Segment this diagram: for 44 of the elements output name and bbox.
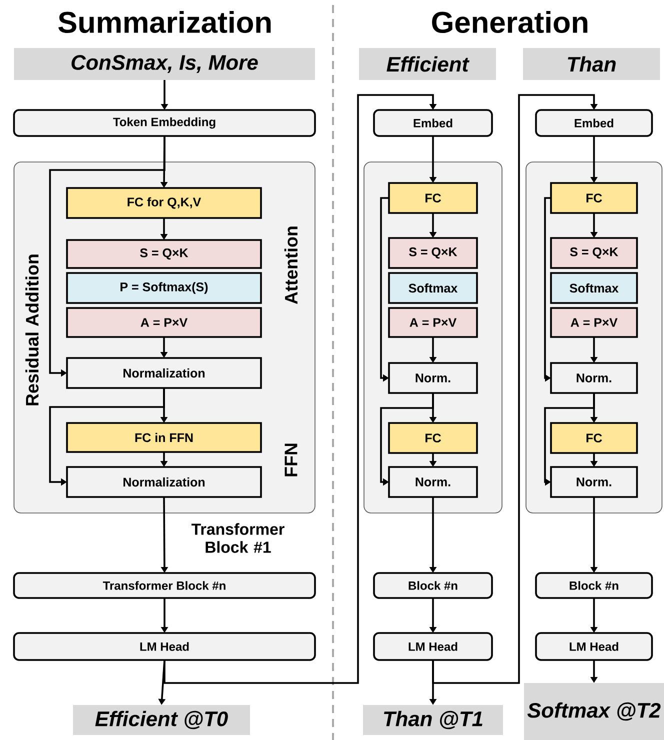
process-box: LM Head: [373, 632, 493, 661]
layer-box: FC: [388, 182, 478, 214]
block-label: Transformer Block #1: [191, 523, 284, 553]
layer-box: Normalization: [66, 466, 262, 498]
layer-box: P = Softmax(S): [66, 272, 262, 304]
token-band: Efficient @T0: [73, 705, 250, 735]
token-band: Than @T1: [363, 705, 503, 735]
token-band: ConSmax, Is, More: [14, 48, 315, 80]
layer-box: Norm.: [550, 466, 638, 498]
layer-box: Softmax: [388, 272, 478, 304]
process-box: Embed: [535, 109, 653, 137]
layer-box: Norm.: [550, 362, 638, 394]
token-band: Efficient: [359, 48, 496, 80]
process-box: Transformer Block #n: [13, 572, 316, 599]
side-label: Residual Addition: [25, 254, 39, 406]
layer-box: FC: [388, 422, 478, 454]
side-label: FFN: [284, 444, 298, 476]
process-box: Block #n: [535, 572, 653, 599]
layer-box: S = Q×K: [550, 237, 638, 269]
layer-box: FC for Q,K,V: [66, 187, 262, 219]
layer-box: Softmax: [550, 272, 638, 304]
layer-box: A = P×V: [388, 307, 478, 338]
section-title: Generation: [432, 11, 588, 34]
process-box: LM Head: [535, 632, 653, 661]
layer-box: Normalization: [66, 357, 262, 389]
layer-box: FC: [550, 422, 638, 454]
arrow: [164, 94, 437, 684]
process-box: Token Embedding: [13, 109, 316, 137]
process-box: Block #n: [373, 572, 493, 599]
side-label: Attention: [284, 226, 298, 304]
layer-box: A = P×V: [550, 307, 638, 338]
layer-box: S = Q×K: [388, 237, 478, 269]
layer-box: A = P×V: [66, 307, 262, 338]
section-title: Summarization: [58, 11, 271, 34]
process-box: Embed: [373, 109, 493, 137]
layer-box: Norm.: [388, 362, 478, 394]
layer-box: S = Q×K: [66, 239, 262, 269]
arrow: [432, 94, 598, 684]
layer-box: FC in FFN: [66, 422, 262, 453]
token-band: Softmax @T2: [524, 683, 664, 740]
process-box: LM Head: [13, 632, 316, 661]
token-band: Than: [523, 48, 660, 80]
layer-box: FC: [550, 182, 638, 214]
layer-box: Norm.: [388, 466, 478, 498]
